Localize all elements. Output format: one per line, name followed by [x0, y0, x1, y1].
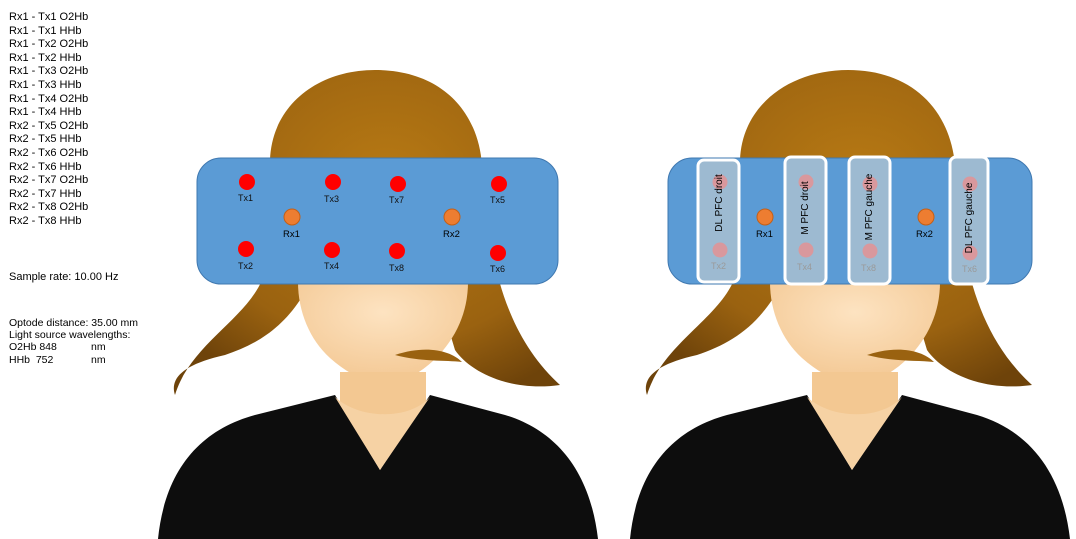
transmitter-tx8	[389, 243, 405, 259]
transmitter-tx3	[325, 174, 341, 190]
transmitter-tx7	[390, 176, 406, 192]
receiver-rx1	[284, 209, 300, 225]
tx1-label: Tx1	[238, 193, 253, 203]
transmitter-tx8	[863, 244, 878, 259]
receiver-rx2	[918, 209, 934, 225]
transmitter-tx2	[238, 241, 254, 257]
tx2-label: Tx2	[238, 261, 253, 271]
region-label-m-pfc-gauche: M PFC gauche	[864, 173, 875, 240]
tx4-label: Tx4	[324, 261, 339, 271]
rx1-label: Rx1	[283, 229, 300, 240]
left-head	[158, 70, 598, 539]
face	[770, 282, 940, 383]
tx6-label: Tx6	[490, 264, 505, 274]
rx1-label: Rx1	[756, 229, 773, 240]
tx8-label: Tx8	[861, 263, 876, 273]
region-label-dl-pfc-droit: DL PFC droit	[714, 174, 725, 232]
rx2-label: Rx2	[443, 229, 460, 240]
tx7-label: Tx7	[389, 195, 404, 205]
right-head	[630, 70, 1070, 539]
region-label-m-pfc-droit: M PFC droit	[800, 181, 811, 235]
transmitter-tx2	[713, 243, 728, 258]
tx2-label: Tx2	[711, 261, 726, 271]
transmitter-tx6	[490, 245, 506, 261]
tx8-label: Tx8	[389, 263, 404, 273]
receiver-rx1	[757, 209, 773, 225]
tx3-label: Tx3	[324, 194, 339, 204]
transmitter-tx5	[491, 176, 507, 192]
tx4-label: Tx4	[797, 262, 812, 272]
receiver-rx2	[444, 209, 460, 225]
region-label-dl-pfc-gauche: DL PFC gauche	[964, 182, 975, 253]
rx2-label: Rx2	[916, 229, 933, 240]
transmitter-tx4	[799, 243, 814, 258]
tx5-label: Tx5	[490, 195, 505, 205]
transmitter-tx4	[324, 242, 340, 258]
transmitter-tx1	[239, 174, 255, 190]
tx6-label: Tx6	[962, 264, 977, 274]
face	[298, 282, 468, 383]
